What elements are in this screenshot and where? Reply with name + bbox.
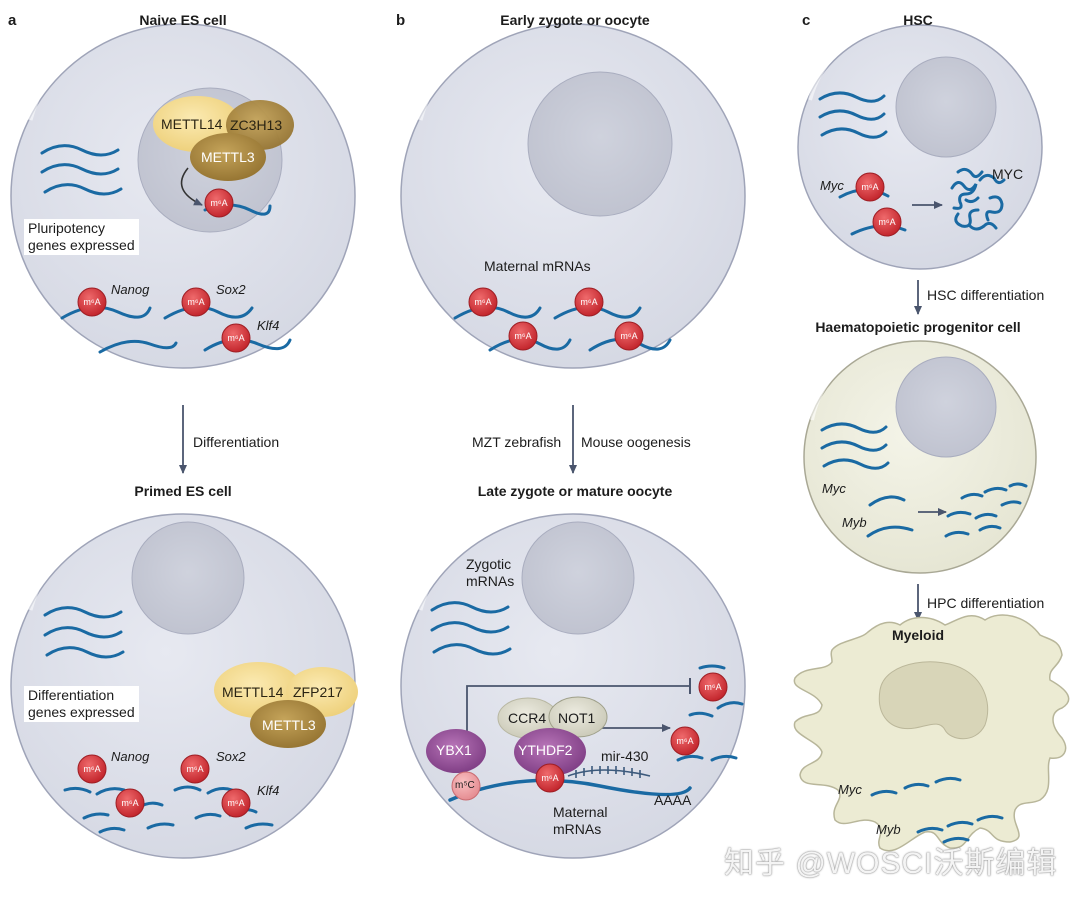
mettl3-label-top: METTL3 xyxy=(201,149,255,165)
watermark: 知乎 @WOSCI沃斯编辑 xyxy=(724,847,1058,880)
panel-b-letter: b xyxy=(396,12,406,29)
zfp217-label: ZFP217 xyxy=(293,684,343,700)
pluripotency-line1: Pluripotency xyxy=(28,220,106,236)
myc-protein-label: MYC xyxy=(992,166,1024,182)
hsc-differentiation-label: HSC differentiation xyxy=(927,287,1045,303)
primed-es-cell-title: Primed ES cell xyxy=(134,483,232,499)
hpc-differentiation-label: HPC differentiation xyxy=(927,595,1045,611)
m6a-mark-label: m⁶A xyxy=(580,297,597,307)
m6a-mark-label: m⁶A xyxy=(186,764,203,774)
m6a-mark-label: m⁶A xyxy=(541,773,558,783)
differentiation-line2: genes expressed xyxy=(28,704,135,720)
polya-label: AAAA xyxy=(654,792,692,808)
m6a-mark-label: m⁶A xyxy=(704,682,721,692)
degraded-mrnas xyxy=(676,664,744,762)
myeloid-mrna-fragments xyxy=(870,776,1004,844)
m5c-label: m⁵C xyxy=(455,780,475,791)
hsc-title: HSC xyxy=(903,12,933,28)
zygotic-mrnas-label: Zygotic mRNAs xyxy=(466,556,514,590)
myc-label-hpc: Myc xyxy=(822,481,846,496)
m6a-mark-label: m⁶A xyxy=(210,198,227,208)
maternal-mrna-strand xyxy=(448,778,692,802)
mir-430-duplex xyxy=(567,766,651,778)
writer-complex-top xyxy=(153,96,294,181)
early-zygote-title: Early zygote or oocyte xyxy=(500,12,650,28)
maternal-line2: mRNAs xyxy=(553,821,602,837)
myeloid-title: Myeloid xyxy=(891,627,945,643)
m6a-mark-label: m⁶A xyxy=(187,297,204,307)
zygotic-mrnas xyxy=(430,601,512,656)
naive-cytoplasm-mrnas xyxy=(40,144,123,196)
mir-430-label: mir-430 xyxy=(601,748,649,764)
writer-complex-bottom xyxy=(214,662,358,748)
klf4-label-top: Klf4 xyxy=(257,318,280,333)
progenitor-title: Haematopoietic progenitor cell xyxy=(815,319,1021,335)
ybx1-protein xyxy=(426,729,486,773)
nanog-label-top: Nanog xyxy=(111,282,150,297)
m6a-mark-label: m⁶A xyxy=(878,217,895,227)
early-zygote-nucleus xyxy=(527,71,673,217)
m6a-mark-label: m⁶A xyxy=(83,764,100,774)
sox2-label-bottom: Sox2 xyxy=(216,749,246,764)
sox2-label-top: Sox2 xyxy=(216,282,246,297)
hsc-nucleus xyxy=(895,56,997,158)
late-zygote-title: Late zygote or mature oocyte xyxy=(477,483,673,499)
progenitor-nucleus xyxy=(895,356,997,458)
mettl14-label-top: METTL14 xyxy=(161,116,223,132)
maternal-mrnas-label-top: Maternal mRNAs xyxy=(484,258,591,274)
ythdf2-label: YTHDF2 xyxy=(518,742,573,758)
ybx1-inhibition-line xyxy=(466,685,690,742)
naive-marked-mrnas xyxy=(60,305,292,354)
m6a-mark-label: m⁶A xyxy=(620,331,637,341)
zygotic-line1: Zygotic xyxy=(466,556,512,572)
ccr4-label: CCR4 xyxy=(508,710,547,726)
m6a-mark-label: m⁶A xyxy=(227,798,244,808)
late-zygote-nucleus xyxy=(521,521,635,635)
nanog-label-bottom: Nanog xyxy=(111,749,150,764)
differentiation-label: Differentiation xyxy=(193,434,280,450)
myeloid-nucleus xyxy=(878,661,989,740)
primed-nucleus xyxy=(131,521,245,635)
m6a-marks xyxy=(77,172,902,818)
myeloid-cell xyxy=(793,614,1070,852)
maternal-line1: Maternal xyxy=(553,804,608,820)
pluripotency-box: Pluripotency genes expressed xyxy=(24,219,139,255)
myb-label-hpc: Myb xyxy=(842,515,867,530)
progenitor-mrnas xyxy=(820,422,1028,538)
maternal-mrnas-label-bottom: Maternal mRNAs xyxy=(553,804,607,838)
mzt-zebrafish-label: MZT zebrafish xyxy=(472,434,562,450)
not1-label: NOT1 xyxy=(558,710,596,726)
zygotic-line2: mRNAs xyxy=(466,573,515,589)
m6a-mark-label: m⁶A xyxy=(676,736,693,746)
myb-label-myeloid: Myb xyxy=(876,822,901,837)
mettl3-label-bottom: METTL3 xyxy=(262,717,316,733)
methylation-arrow xyxy=(180,167,203,206)
mettl14-label-bottom: METTL14 xyxy=(222,684,284,700)
panel-a-letter: a xyxy=(8,12,17,29)
myc-label-hsc: Myc xyxy=(820,178,844,193)
m6a-mark-label: m⁶A xyxy=(83,297,100,307)
klf4-label-bottom: Klf4 xyxy=(257,783,280,798)
primed-cytoplasm-mrnas xyxy=(43,606,125,659)
differentiation-line1: Differentiation xyxy=(28,687,115,703)
m6a-mark-label: m⁶A xyxy=(861,182,878,192)
ythdf2-protein xyxy=(514,728,586,776)
mouse-oogenesis-label: Mouse oogenesis xyxy=(581,434,691,450)
m6a-mark-label: m⁶A xyxy=(474,297,491,307)
m6a-mark-label: m⁶A xyxy=(227,333,244,343)
panel-c-letter: c xyxy=(802,12,811,29)
m6a-mark-label: m⁶A xyxy=(121,798,138,808)
myc-protein-icon xyxy=(950,167,1006,231)
naive-es-cell-title: Naive ES cell xyxy=(139,12,227,28)
differentiation-box: Differentiation genes expressed xyxy=(24,686,139,722)
pluripotency-line2: genes expressed xyxy=(28,237,135,253)
zc3h13-label: ZC3H13 xyxy=(230,117,283,133)
myc-label-myeloid: Myc xyxy=(838,782,862,797)
m5c-mark xyxy=(451,771,481,801)
m6a-mark-label: m⁶A xyxy=(514,331,531,341)
ybx1-label: YBX1 xyxy=(436,742,472,758)
